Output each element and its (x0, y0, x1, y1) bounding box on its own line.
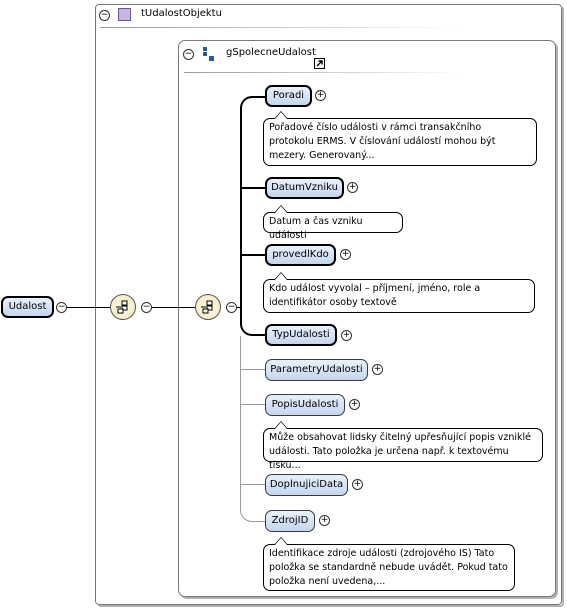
group-name: gSpolecneUdalost (226, 47, 316, 58)
sequence-1-toggle[interactable]: − (141, 302, 152, 313)
element-provedlkdo[interactable]: provedlKdo (265, 244, 336, 266)
connector (237, 307, 241, 308)
element-zdrojid[interactable]: ZdrojID (265, 510, 315, 532)
complex-type-name: tUdalostObjektu (141, 8, 222, 19)
doc-provedlkdo: Kdo událost vyvolal – příjmení, jméno, r… (263, 272, 535, 313)
doc-line: Identifikace zdroje události (zdrojového… (269, 548, 495, 559)
branch-parametryudalosti (241, 369, 265, 370)
element-doplnujicidata-expand[interactable]: + (352, 479, 363, 490)
doc-poradi: Pořadové číslo události v rámci transakč… (263, 111, 537, 166)
element-poradi[interactable]: Poradi (265, 85, 312, 107)
connector (152, 307, 195, 308)
doc-line: události. Tato položka je určena např. k… (269, 446, 509, 471)
root-element-udalost[interactable]: Udalost (1, 296, 54, 318)
element-popisudalosti[interactable]: PopisUdalosti (265, 394, 345, 416)
element-parametryudalosti[interactable]: ParametryUdalosti (265, 359, 368, 381)
element-zdrojid-expand[interactable]: + (319, 515, 330, 526)
element-parametryudalosti-expand[interactable]: + (372, 364, 383, 375)
doc-line: Pořadové číslo události v rámci transakč… (269, 122, 482, 133)
sequence-compositor-2[interactable] (195, 294, 221, 320)
doc-line: protokolu ERMS. V číslování událostí moh… (269, 136, 496, 147)
group-collapse-toggle[interactable]: − (183, 49, 194, 60)
element-poradi-expand[interactable]: + (315, 90, 326, 101)
complex-type-header-line (100, 27, 460, 28)
branch-doplnujicidata (241, 484, 265, 485)
doc-popisudalosti: Může obsahovat lidsky čitelný upřesňujíc… (263, 421, 543, 471)
doc-line: Kdo událost vyvolal – příjmení, jméno, r… (269, 283, 481, 294)
doc-line: Datum a čas vzniku události (269, 216, 363, 241)
complex-type-collapse-toggle[interactable]: − (99, 10, 110, 21)
doc-line: mezery. Generovaný... (269, 150, 375, 161)
sequence-2-toggle[interactable]: − (226, 302, 237, 313)
sequence-icon (201, 300, 213, 314)
doc-line: položka se standardně nebude uvádět. Pok… (269, 562, 508, 573)
complex-type-shadow (97, 6, 564, 607)
doc-line: identifikátor osoby textově (269, 297, 397, 308)
doc-zdrojid: Identifikace zdroje události (zdrojového… (263, 537, 515, 591)
spine-optional (240, 336, 265, 522)
element-provedlkdo-expand[interactable]: + (340, 249, 351, 260)
link-arrow-icon[interactable] (314, 58, 325, 69)
element-doplnujicidata[interactable]: DoplnujiciData (265, 474, 348, 496)
doc-datumvzniku: Datum a čas vzniku události (263, 205, 403, 241)
doc-line: položka není uvedena,... (269, 576, 386, 587)
spine-required (240, 96, 265, 336)
root-collapse-toggle[interactable]: − (56, 302, 67, 313)
element-typudalosti[interactable]: TypUdalosti (265, 324, 337, 346)
element-datumvzniku-expand[interactable]: + (347, 182, 358, 193)
element-typudalosti-expand[interactable]: + (341, 330, 352, 341)
complex-type-icon (118, 8, 131, 21)
group-header-line (184, 72, 464, 73)
branch-popisudalosti (241, 404, 265, 405)
branch-datumvzniku (241, 187, 265, 189)
element-datumvzniku[interactable]: DatumVzniku (265, 177, 344, 199)
connector (67, 307, 110, 308)
sequence-icon (116, 300, 128, 314)
doc-line: Může obsahovat lidsky čitelný upřesňujíc… (269, 432, 531, 443)
element-popisudalosti-expand[interactable]: + (349, 399, 360, 410)
branch-provedlkdo (241, 254, 265, 256)
group-icon (203, 47, 214, 61)
